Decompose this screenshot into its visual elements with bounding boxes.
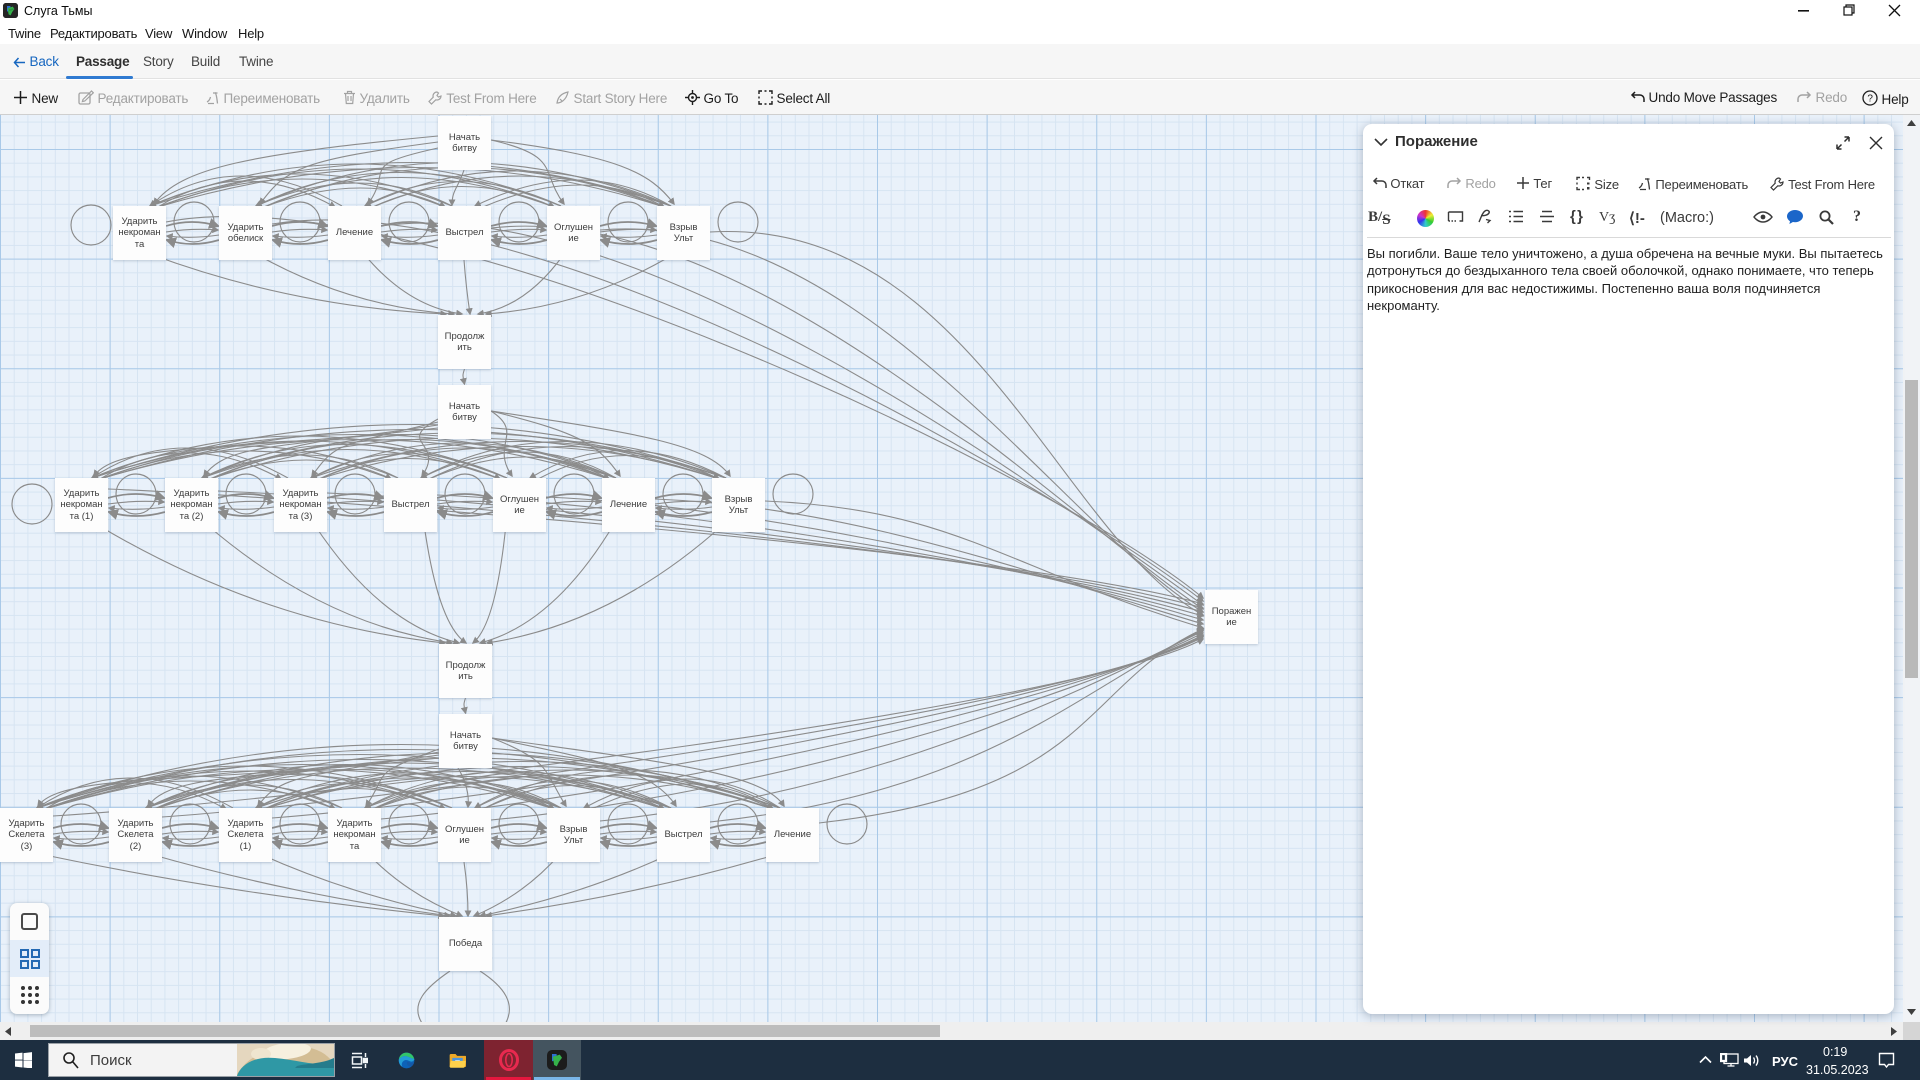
svg-text:?: ? [1867, 94, 1873, 105]
